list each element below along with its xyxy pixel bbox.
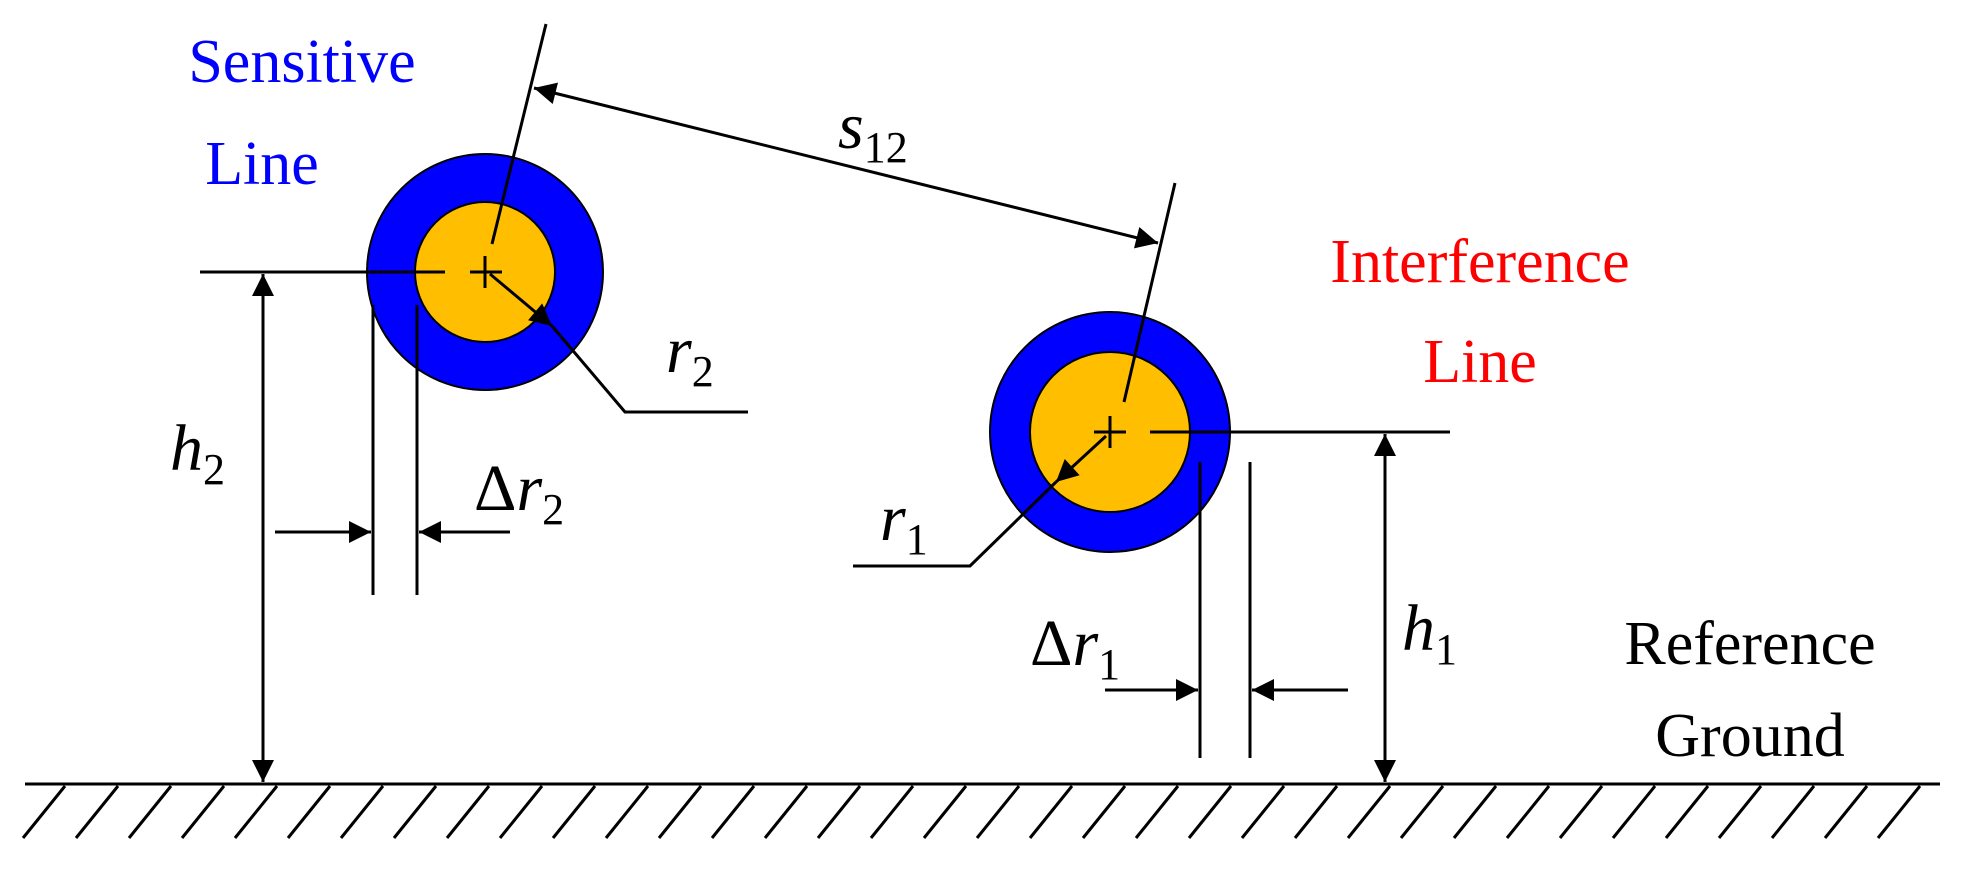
interference-line-cable <box>853 182 1450 758</box>
reference-ground-label-2: Ground <box>1655 702 1844 770</box>
ground-hatch-stroke <box>392 785 438 839</box>
ground-hatch-stroke <box>1293 785 1339 839</box>
delta-r1-label: Δr1 <box>1030 607 1120 689</box>
ground-hatch-stroke <box>551 785 597 839</box>
interference-spacing-extension-line <box>1122 182 1177 403</box>
sensitive-line-label-2: Line <box>205 130 319 198</box>
ground-hatch-stroke <box>657 785 703 839</box>
ground-hatch-stroke <box>180 785 226 839</box>
s12-label: s12 <box>838 90 908 172</box>
reference-ground-label-1: Reference <box>1624 610 1875 678</box>
ground-hatch-stroke <box>1081 785 1127 839</box>
h1-label: h1 <box>1402 592 1457 674</box>
ground-hatch-stroke <box>1452 785 1498 839</box>
r1-label: r1 <box>880 482 928 564</box>
ground-hatch-stroke <box>1717 785 1763 839</box>
delta-r2-label: Δr2 <box>474 452 564 534</box>
ground-hatch-stroke <box>1664 785 1710 839</box>
ground-hatch-stroke <box>286 785 332 839</box>
reference-ground <box>21 782 1940 839</box>
r2-arrow <box>489 272 553 328</box>
h2-label: h2 <box>170 412 225 494</box>
ground-hatch-stroke <box>498 785 544 839</box>
ground-hatch-stroke <box>1505 785 1551 839</box>
ground-hatch-stroke <box>21 785 67 839</box>
sensitive-line-label-1: Sensitive <box>188 28 415 96</box>
ground-hatch-stroke <box>1876 785 1922 839</box>
ground-hatch-stroke <box>1558 785 1604 839</box>
ground-hatch-stroke <box>816 785 862 839</box>
ground-hatch-stroke <box>445 785 491 839</box>
ground-hatch-stroke <box>604 785 650 839</box>
ground-hatch-stroke <box>339 785 385 839</box>
r2-label: r2 <box>666 314 714 396</box>
s12-dimension-arrow <box>533 82 1159 249</box>
ground-hatch-stroke <box>763 785 809 839</box>
ground-hatch-stroke <box>1187 785 1233 839</box>
ground-hatch-stroke <box>1770 785 1816 839</box>
ground-hatch-stroke <box>127 785 173 839</box>
r2-leader <box>550 325 748 414</box>
sensitive-spacing-extension-line <box>490 23 548 245</box>
interference-line-label-1: Interference <box>1330 228 1629 296</box>
ground-hatch-stroke <box>710 785 756 839</box>
ground-hatch-stroke <box>1823 785 1869 839</box>
ground-hatch-stroke <box>1346 785 1392 839</box>
ground-hatch-stroke <box>869 785 915 839</box>
ground-hatch-stroke <box>1399 785 1445 839</box>
ground-hatch-stroke <box>922 785 968 839</box>
interference-line-label-2: Line <box>1423 328 1537 396</box>
ground-hatch-stroke <box>1611 785 1657 839</box>
ground-hatch-stroke <box>1240 785 1286 839</box>
r1-arrow <box>1054 434 1108 484</box>
ground-hatch-stroke <box>74 785 120 839</box>
ground-hatch-stroke <box>975 785 1021 839</box>
ground-hatch <box>21 785 1922 839</box>
r1-leader <box>853 480 1058 568</box>
ground-hatch-stroke <box>233 785 279 839</box>
ground-hatch-stroke <box>1134 785 1180 839</box>
ground-hatch-stroke <box>1028 785 1074 839</box>
